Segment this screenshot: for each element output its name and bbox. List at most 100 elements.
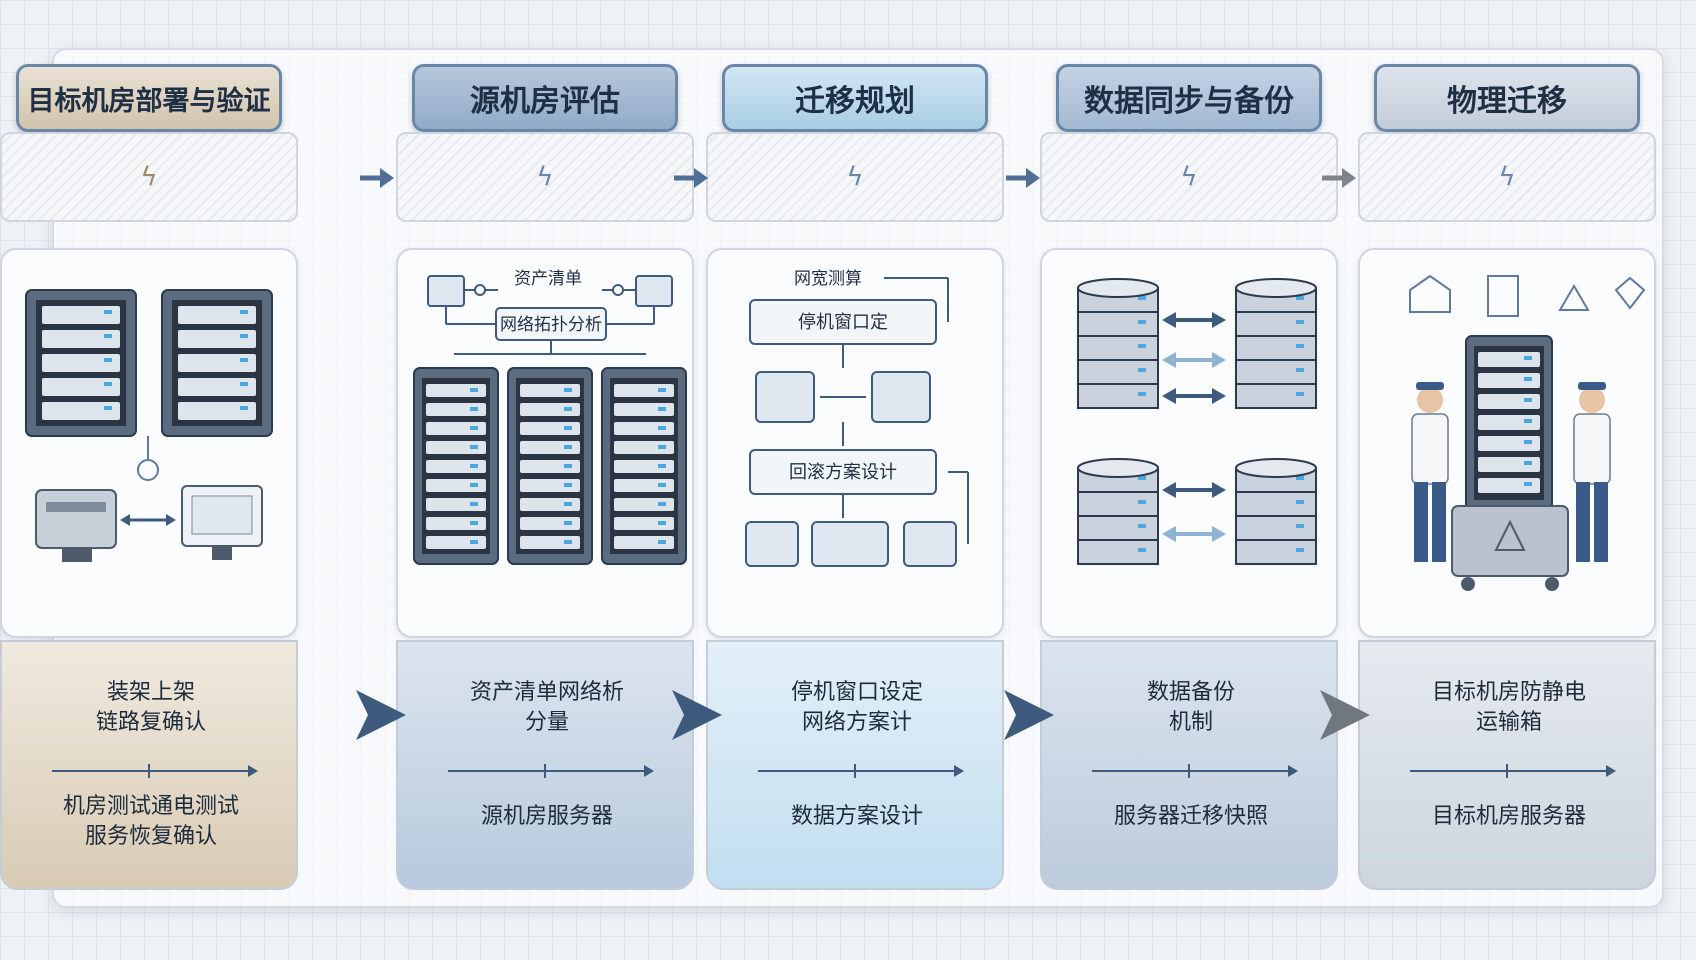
status-led — [470, 426, 478, 430]
stage-3-lower: 数据备份 机制 服务器迁移快照 — [1040, 640, 1338, 890]
status-led — [564, 426, 572, 430]
status-led — [658, 445, 666, 449]
rack-unit — [426, 403, 486, 416]
status-led — [658, 426, 666, 430]
timeline-arrow — [52, 764, 258, 778]
status-led — [104, 406, 112, 410]
rack-unit — [520, 498, 580, 511]
stage-4-panel — [1358, 248, 1656, 638]
monitor-icon — [871, 371, 931, 423]
rack-unit — [426, 460, 486, 473]
status-led — [240, 334, 248, 338]
stage-connector-arrow — [674, 168, 708, 188]
rack-unit — [42, 330, 120, 348]
rack-unit — [520, 441, 580, 454]
stage-1-subtitle: 源机房服务器 — [398, 802, 696, 832]
stage-3-description-line-1: 数据备份 — [1146, 680, 1235, 705]
stage-connector-arrow — [1006, 168, 1040, 188]
timeline-arrow — [1092, 764, 1298, 778]
status-led — [240, 310, 248, 314]
stage-3-illustration — [1077, 278, 1317, 565]
stage-4-description: 目标机房防静电 运输箱 — [1360, 678, 1658, 738]
status-led — [658, 388, 666, 392]
stage-2-description-line-1: 停机窗口设定 — [790, 680, 923, 705]
timeline-connector-arrow — [1320, 690, 1370, 740]
rack-unit — [520, 460, 580, 473]
rack-unit — [614, 536, 674, 549]
sync-arrow — [1162, 482, 1226, 498]
status-led — [1524, 377, 1532, 381]
stage-5-title: 目标机房部署与验证 — [16, 64, 282, 132]
status-led — [564, 407, 572, 411]
database-icon — [1077, 458, 1159, 565]
timeline-connector-arrow — [672, 690, 722, 740]
stage-connector-arrow — [360, 168, 394, 188]
status-led — [470, 464, 478, 468]
stage-5-illustration — [25, 289, 273, 562]
rack-unit — [178, 378, 256, 396]
checklist-icon — [755, 371, 815, 423]
rack-unit — [426, 479, 486, 492]
rack-unit — [42, 378, 120, 396]
stage-1-illustration: 资产清单 网络拓扑分析 — [413, 269, 687, 565]
rack-unit — [42, 402, 120, 420]
rack-unit — [614, 403, 674, 416]
rack-unit — [1478, 373, 1540, 388]
rack-unit — [520, 403, 580, 416]
status-led — [1524, 398, 1532, 402]
rack-unit — [1478, 478, 1540, 493]
timeline-arrow — [448, 764, 654, 778]
rack-unit — [614, 460, 674, 473]
status-led — [470, 445, 478, 449]
status-led — [1524, 461, 1532, 465]
stage-1-description-line-2: 分量 — [524, 710, 569, 735]
status-led — [470, 502, 478, 506]
status-led — [564, 464, 572, 468]
plug-icon: ϟ — [1180, 162, 1198, 192]
stage-4-lower: 目标机房防静电 运输箱 目标机房服务器 — [1358, 640, 1656, 890]
status-led — [104, 334, 112, 338]
stage-3-panel — [1040, 248, 1338, 638]
rack-unit — [1478, 352, 1540, 367]
status-led — [658, 502, 666, 506]
warning-icon — [1558, 284, 1590, 311]
network-topology-label: 网络拓扑分析 — [500, 315, 602, 335]
status-led — [564, 388, 572, 392]
stage-2: 迁移规划 ϟ 网宽测算 停机窗口定 回滚方案设计 停机窗口设定 — [706, 60, 1004, 890]
rack-unit — [42, 306, 120, 324]
stage-2-subtitle: 数据方案设计 — [708, 802, 1006, 832]
sync-arrow — [1162, 312, 1226, 328]
status-led — [658, 540, 666, 544]
stage-5-subtitle-line-2: 服务恢复确认 — [84, 824, 217, 849]
worker-figure — [1411, 382, 1449, 562]
status-led — [1524, 356, 1532, 360]
stage-5-panel — [0, 248, 298, 638]
status-led — [564, 502, 572, 506]
status-led — [240, 358, 248, 362]
stage-4: 物理迁移 ϟ — [1358, 60, 1656, 890]
stage-4-subtitle: 目标机房服务器 — [1360, 802, 1658, 832]
stage-1-description-line-1: 资产清单网络析 — [469, 680, 624, 705]
rack-unit — [1478, 394, 1540, 409]
stage-1-panel: 资产清单 网络拓扑分析 — [396, 248, 694, 638]
rack-unit — [178, 306, 256, 324]
status-led — [658, 483, 666, 487]
connector-node — [137, 459, 159, 481]
worker-figure — [1573, 382, 1611, 562]
network-icon — [811, 521, 889, 567]
rack-unit — [614, 384, 674, 397]
rack-unit — [1478, 457, 1540, 472]
stage-2-subtitle-line-1: 数据方案设计 — [790, 804, 923, 829]
rack-unit — [520, 384, 580, 397]
rack-unit — [520, 479, 580, 492]
rack-unit — [426, 536, 486, 549]
stage-1-lower: 资产清单网络析 分量 源机房服务器 — [396, 640, 694, 890]
rack-unit — [426, 441, 486, 454]
status-led — [470, 407, 478, 411]
plug-icon: ϟ — [536, 162, 554, 192]
status-led — [1524, 419, 1532, 423]
rack-unit — [178, 330, 256, 348]
stage-4-illustration — [1409, 274, 1646, 591]
document-icon — [745, 521, 799, 567]
asset-list-label: 资产清单 — [514, 269, 582, 289]
